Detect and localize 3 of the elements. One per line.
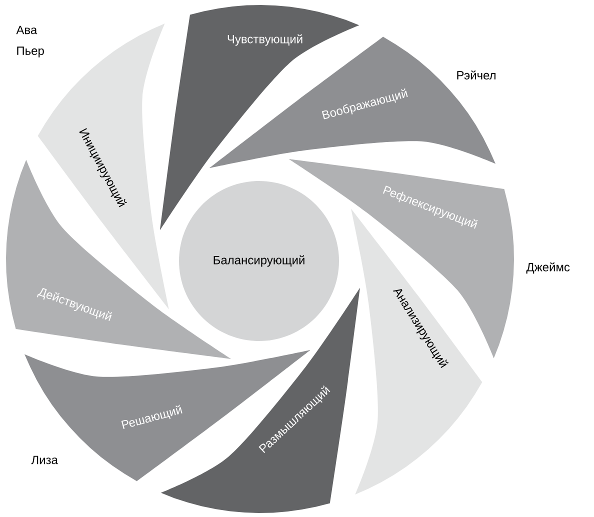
name-label: Рэйчел: [457, 70, 496, 80]
name-label: Лиза: [31, 456, 58, 464]
name-label: Джеймс: [526, 262, 570, 274]
